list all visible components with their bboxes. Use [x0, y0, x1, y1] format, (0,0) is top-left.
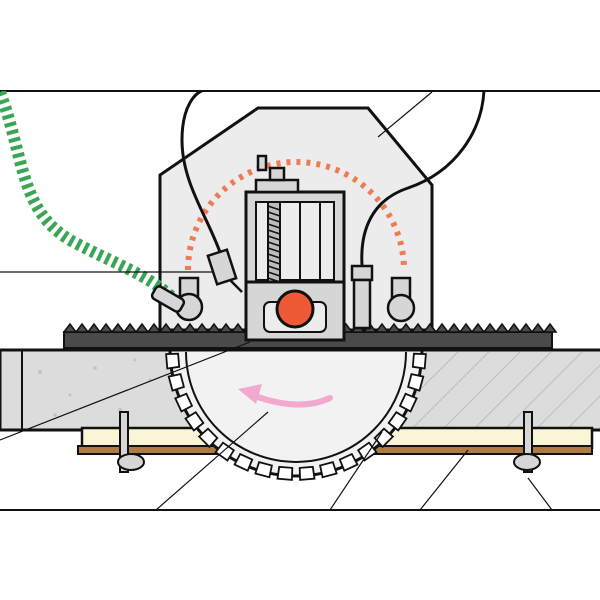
leader-lines	[0, 91, 553, 510]
blade-tooth	[184, 410, 205, 432]
hose-connector-icon	[150, 276, 204, 322]
blade-tooth	[411, 352, 427, 370]
sensor-module-right	[350, 264, 374, 330]
blade-tooth	[373, 427, 395, 449]
anchor-bolt-icon	[117, 411, 145, 473]
blade-tooth	[338, 452, 359, 472]
green-hose	[0, 91, 180, 305]
blade-tooth	[233, 452, 254, 472]
hose-connector-icon	[386, 276, 416, 323]
orange-dash-arc	[185, 159, 407, 271]
spindle-hub	[275, 289, 315, 329]
anchor-bolt-icon	[513, 411, 541, 473]
blade-tooth	[167, 373, 185, 392]
blade-tooth	[398, 392, 418, 413]
blade-tooth	[165, 352, 181, 370]
blade-tooth	[298, 465, 316, 481]
saw-carriage-icon	[244, 154, 346, 342]
cable-left	[180, 91, 224, 259]
blade-tooth	[174, 392, 194, 413]
blade-tooth	[319, 461, 338, 479]
rotation-arrow-icon	[238, 384, 333, 408]
sensor-module-left	[206, 248, 243, 293]
diamond-blade-icon	[165, 348, 427, 481]
cable-right	[360, 91, 486, 266]
blade-tooth	[387, 410, 408, 432]
blade-tooth	[276, 465, 294, 481]
blade-tooth	[214, 441, 236, 462]
blade-tooth	[197, 427, 219, 449]
blade-tooth	[254, 461, 273, 479]
blade-tooth	[407, 373, 425, 392]
